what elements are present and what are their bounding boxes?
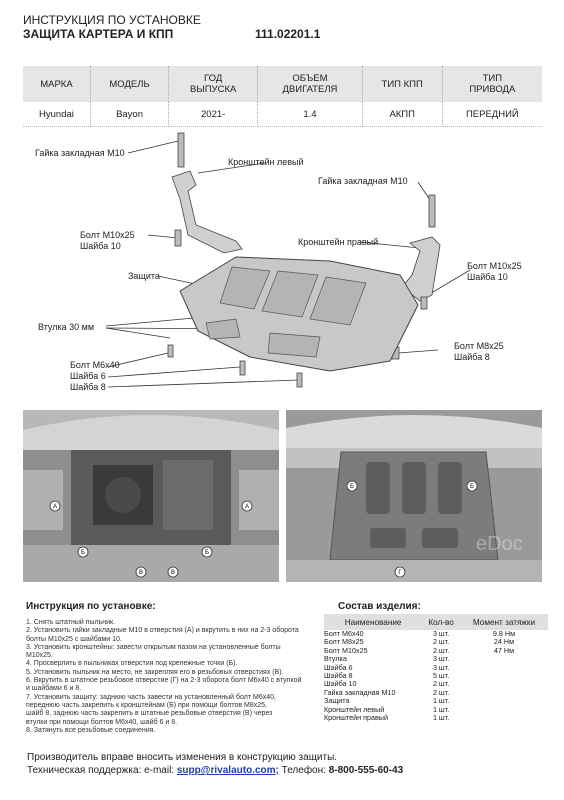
nut-left-icon <box>177 132 185 168</box>
label-washer8: Шайба 8 <box>70 382 106 392</box>
spec-header-brand: МАРКА <box>23 66 91 102</box>
marker-b-left: Б <box>81 550 85 556</box>
label-washer8-right: Шайба 8 <box>454 352 490 362</box>
parts-header-torque: Момент затяжки <box>459 614 548 630</box>
spec-header-model: МОДЕЛЬ <box>90 66 170 102</box>
watermark: eDoc <box>476 533 523 555</box>
title-line-1: ИНСТРУКЦИЯ ПО УСТАНОВКЕ <box>23 13 201 27</box>
marker-g: Г <box>398 570 402 576</box>
marker-b-left-after: Б <box>350 484 354 490</box>
instruction-line: 4. Просверлить в пыльниках отверстия под… <box>26 660 238 668</box>
instruction-line: 7. Установить защиту: заднюю часть завес… <box>26 693 276 701</box>
nut-right-icon <box>428 194 436 228</box>
phone-label: Телефон: <box>281 765 326 776</box>
footer-disclaimer: Производитель вправе вносить изменения в… <box>27 752 338 763</box>
photo-underbody-after: Б Б Г eDoc <box>286 410 542 582</box>
bolt-m6-c-icon <box>296 372 303 388</box>
marker-b-right-after: Б <box>470 484 474 490</box>
spec-header-gearbox: ТИП КПП <box>362 66 443 102</box>
label-nut-left: Гайка закладная М10 <box>35 148 125 158</box>
instruction-line: 2. Установить гайки закладные М10 в отве… <box>26 627 299 635</box>
label-nut-right: Гайка закладная М10 <box>318 176 408 186</box>
footer-support: Техническая поддержка: e-mail: supp@riva… <box>27 765 403 776</box>
instruction-line: переднюю часть закрепить к кронштейнам (… <box>26 701 267 709</box>
label-bolt-m10-left: Болт М10х25 <box>80 230 135 240</box>
bolt-m6-a-icon <box>167 344 174 358</box>
instruction-line: 5. Установить пыльник на место, не закре… <box>26 668 284 676</box>
marker-v-left: В <box>139 570 143 576</box>
marker-a-right: А <box>245 504 249 510</box>
spec-year: 2021- <box>168 102 259 127</box>
parts-table: Наименование Кол-во Момент затяжки Болт … <box>324 614 548 722</box>
spec-drive: ПЕРЕДНИЙ <box>442 102 542 127</box>
label-washer6: Шайба 6 <box>70 371 106 381</box>
underbody-before-illustration: А А Б Б В В <box>23 410 279 582</box>
instruction-line: и шайбами 6 и 8. <box>26 685 82 693</box>
label-bracket-right: Кронштейн правый <box>298 237 379 247</box>
support-phone: 8-800-555-60-43 <box>328 765 404 776</box>
label-sleeve: Втулка 30 мм <box>38 322 95 332</box>
parts-header-name: Наименование <box>324 614 423 630</box>
marker-b-right: Б <box>205 550 209 556</box>
label-bolt-m10-right: Болт М10х25 <box>467 261 522 271</box>
spec-model: Bayon <box>90 102 170 127</box>
parts-header-row: Наименование Кол-во Момент затяжки <box>324 614 548 630</box>
part-number: 111.02201.1 <box>255 27 321 41</box>
support-label: Техническая поддержка: e-mail: <box>27 765 175 776</box>
photo-underbody-before: А А Б Б В В <box>23 410 279 582</box>
guard-plate-shape <box>179 256 419 372</box>
spec-engine: 1.4 <box>257 102 363 127</box>
instructions-title: Инструкция по установке: <box>26 601 156 612</box>
assembly-diagram <box>105 132 471 388</box>
instruction-line: шайб 8, заднюю часть закрепить в штатные… <box>26 710 273 718</box>
label-washer10-left: Шайба 10 <box>80 241 121 251</box>
support-email-link[interactable]: supp@rivalauto.com; <box>176 765 279 776</box>
label-bracket-left: Кронштейн левый <box>228 157 304 167</box>
left-bracket <box>171 170 243 254</box>
spec-value-row: Hyundai Bayon 2021- 1.4 АКПП ПЕРЕДНИЙ <box>23 102 542 127</box>
label-guard: Защита <box>128 271 160 281</box>
title-line-2: ЗАЩИТА КАРТЕРА И КПП <box>23 27 174 41</box>
instruction-line: 3. Установить кронштейны: завести открыт… <box>26 643 281 651</box>
bolt-m6-b-icon <box>239 360 246 376</box>
bolt-m10-right-icon <box>420 296 428 310</box>
label-bolt-m8: Болт М8х25 <box>454 341 504 351</box>
bolt-m10-left-icon <box>174 229 182 247</box>
document-title: ИНСТРУКЦИЯ ПО УСТАНОВКЕ ЗАЩИТА КАРТЕРА И… <box>23 13 201 41</box>
marker-v-right: В <box>171 570 175 576</box>
instruction-line: втулки при помощи болтов М6х40, шайб 6 и… <box>26 718 178 726</box>
instruction-line: 1. Снять штатный пыльник. <box>26 619 116 626</box>
instruction-line: болты М10х25 с шайбами 10. <box>26 635 122 643</box>
instructions-list: 1. Снять штатный пыльник. 2. Установить … <box>26 619 316 735</box>
instruction-line: М10х25. <box>26 652 53 660</box>
spec-brand: Hyundai <box>23 102 91 127</box>
parts-header-qty: Кол-во <box>422 614 460 630</box>
parts-title: Состав изделия: <box>338 601 421 612</box>
marker-a-left: А <box>53 504 57 510</box>
spec-gearbox: АКПП <box>362 102 443 127</box>
label-washer10-right: Шайба 10 <box>467 272 508 282</box>
right-bracket <box>401 236 441 302</box>
instruction-line: 6. Вкрутить в штатное резьбовое отверсти… <box>26 677 302 685</box>
label-bolt-m6: Болт М6х40 <box>70 360 120 370</box>
instruction-line: 8. Затянуть все резьбовые соединения. <box>26 726 156 734</box>
underbody-after-illustration: Б Б Г eDoc <box>286 410 542 582</box>
